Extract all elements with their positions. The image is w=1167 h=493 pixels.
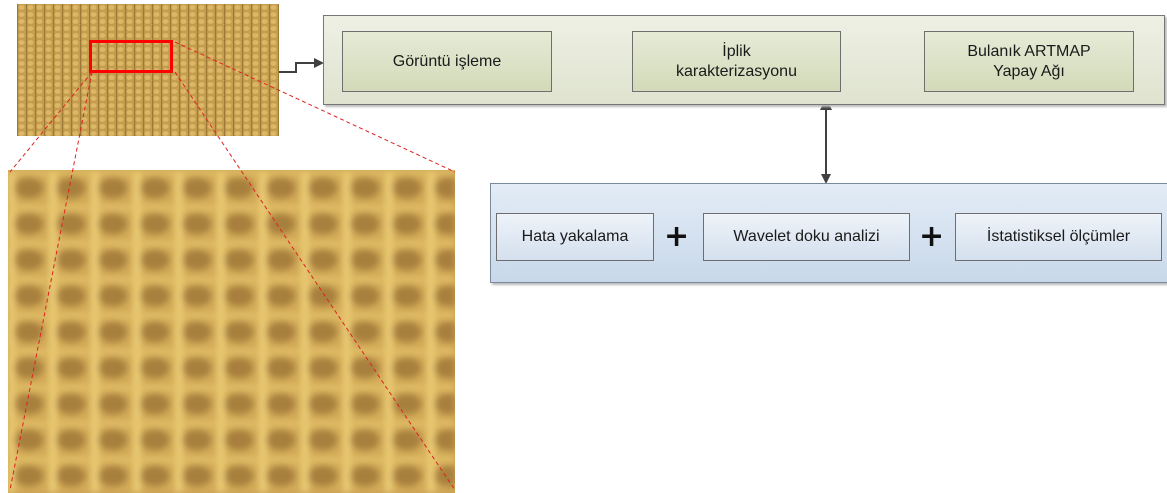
image-processing-box: Görüntü işleme <box>342 31 552 92</box>
photo-to-pipeline-arrow <box>279 58 324 73</box>
zoom-line-left <box>9 71 93 491</box>
defect-detection-box: Hata yakalama <box>496 213 654 261</box>
yarn-characterization-label-2: karakterizasyonu <box>676 62 797 80</box>
fuzzy-artmap-box: Bulanık ARTMAP Yapay Ağı <box>924 31 1134 92</box>
plus-icon-1: + <box>664 219 690 254</box>
statistical-measures-label: İstatistiksel ölçümler <box>986 228 1131 245</box>
plus-icon-2: + <box>919 219 945 254</box>
fuzzy-artmap-label-1: Bulanık ARTMAP <box>967 42 1091 60</box>
fabric-zoom-image <box>8 170 455 493</box>
fabric-zoom-texture <box>8 170 455 493</box>
defect-detection-label: Hata yakalama <box>521 228 629 245</box>
zoom-line-left-top <box>9 71 93 173</box>
zoom-line-mid <box>174 71 456 491</box>
wavelet-analysis-box: Wavelet doku analizi <box>703 213 910 261</box>
zoom-region-highlight <box>89 40 173 73</box>
statistical-measures-box: İstatistiksel ölçümler <box>955 213 1162 261</box>
yarn-characterization-box: İplik karakterizasyonu <box>632 31 841 92</box>
yarn-characterization-label-1: İplik <box>722 42 751 60</box>
zoom-line-right <box>174 41 456 173</box>
wavelet-analysis-label: Wavelet doku analizi <box>733 228 880 245</box>
image-processing-label: Görüntü işleme <box>392 52 502 70</box>
fuzzy-artmap-label-2: Yapay Ağı <box>993 62 1065 80</box>
